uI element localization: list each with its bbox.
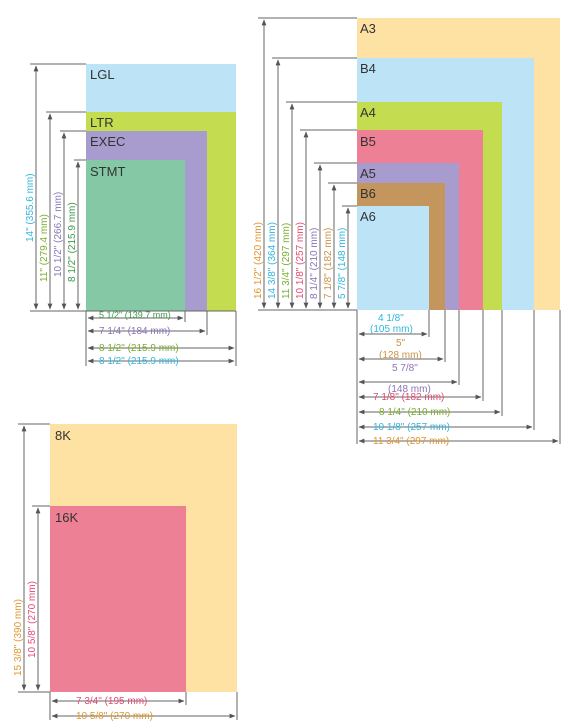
a5-width-inch-label: 5 7/8" [392, 363, 418, 374]
ltr-width-label: 8 1/2" (215.9 mm) [99, 343, 179, 354]
a6-label: A6 [360, 209, 376, 224]
stmt-height-label: 8 1/2" (215.9 mm) [67, 202, 78, 282]
a5-label: A5 [360, 166, 376, 181]
a3-label: A3 [360, 21, 376, 36]
lgl-width-label: 8 1/2" (215.9 mm) [99, 356, 179, 367]
b5-label: B5 [360, 134, 376, 149]
exec-height-label: 10 1/2" (266.7 mm) [53, 192, 64, 277]
a6-width-inch-label: 4 1/8" [378, 313, 404, 324]
exec-width-label: 7 1/4" (184 mm) [99, 326, 170, 337]
stmt-sheet [86, 160, 185, 311]
a6-width-mm-label: (105 mm) [370, 324, 413, 335]
ltr-height-label: 11" (279.4 mm) [39, 214, 50, 282]
b4-label: B4 [360, 61, 376, 76]
k16-label: 16K [55, 510, 78, 525]
k8-width-label: 10 5/8" (270 mm) [76, 711, 153, 722]
k-sizes-group: 8K 16K 15 3/8" (390 mm) 10 5/8" (270 mm)… [13, 423, 238, 722]
us-sizes-group: LGL LTR EXEC STMT 14" (355.6 mm) 11" (27… [25, 63, 237, 367]
k8-height-label: 15 3/8" (390 mm) [13, 599, 24, 676]
b4-height-label: 14 3/8" (364 mm) [267, 222, 278, 299]
a5-height-label: 8 1/4" (210 mm) [309, 228, 320, 299]
k8-label: 8K [55, 428, 71, 443]
b5-width-label: 7 1/8" (182 mm) [373, 392, 444, 403]
a6-sheet [357, 206, 429, 310]
k16-height-label: 10 5/8" (270 mm) [27, 581, 38, 658]
a4-height-label: 11 3/4" (297 mm) [281, 223, 292, 299]
b6-height-label: 7 1/8" (182 mm) [323, 228, 334, 299]
iso-sizes-group: A3 B4 A4 B5 A5 B6 A6 16 1/2" (420 mm) 14… [253, 17, 561, 447]
k16-sheet [50, 506, 186, 692]
stmt-width-label: 5 1/2" (139.7 mm) [99, 310, 171, 320]
b4-width-label: 10 1/8" (257 mm) [373, 422, 450, 433]
b6-label: B6 [360, 186, 376, 201]
a3-width-label: 11 3/4" (297 mm) [373, 436, 449, 447]
b6-width-mm-label: (128 mm) [379, 350, 422, 361]
a5-width-mm-label: (148 mm) [388, 384, 431, 395]
a3-height-label: 16 1/2" (420 mm) [253, 222, 264, 299]
lgl-height-label: 14" (355.6 mm) [25, 173, 36, 242]
ltr-label: LTR [90, 115, 114, 130]
k16-width-label: 7 3/4" (195 mm) [76, 696, 147, 707]
b5-height-label: 10 1/8" (257 mm) [295, 222, 306, 299]
stmt-label: STMT [90, 164, 125, 179]
lgl-label: LGL [90, 67, 115, 82]
exec-label: EXEC [90, 134, 125, 149]
a4-width-label: 8 1/4" (210 mm) [379, 407, 450, 418]
a6-height-label: 5 7/8" (148 mm) [337, 228, 348, 299]
a4-label: A4 [360, 105, 376, 120]
b6-width-inch-label: 5" [396, 338, 406, 349]
